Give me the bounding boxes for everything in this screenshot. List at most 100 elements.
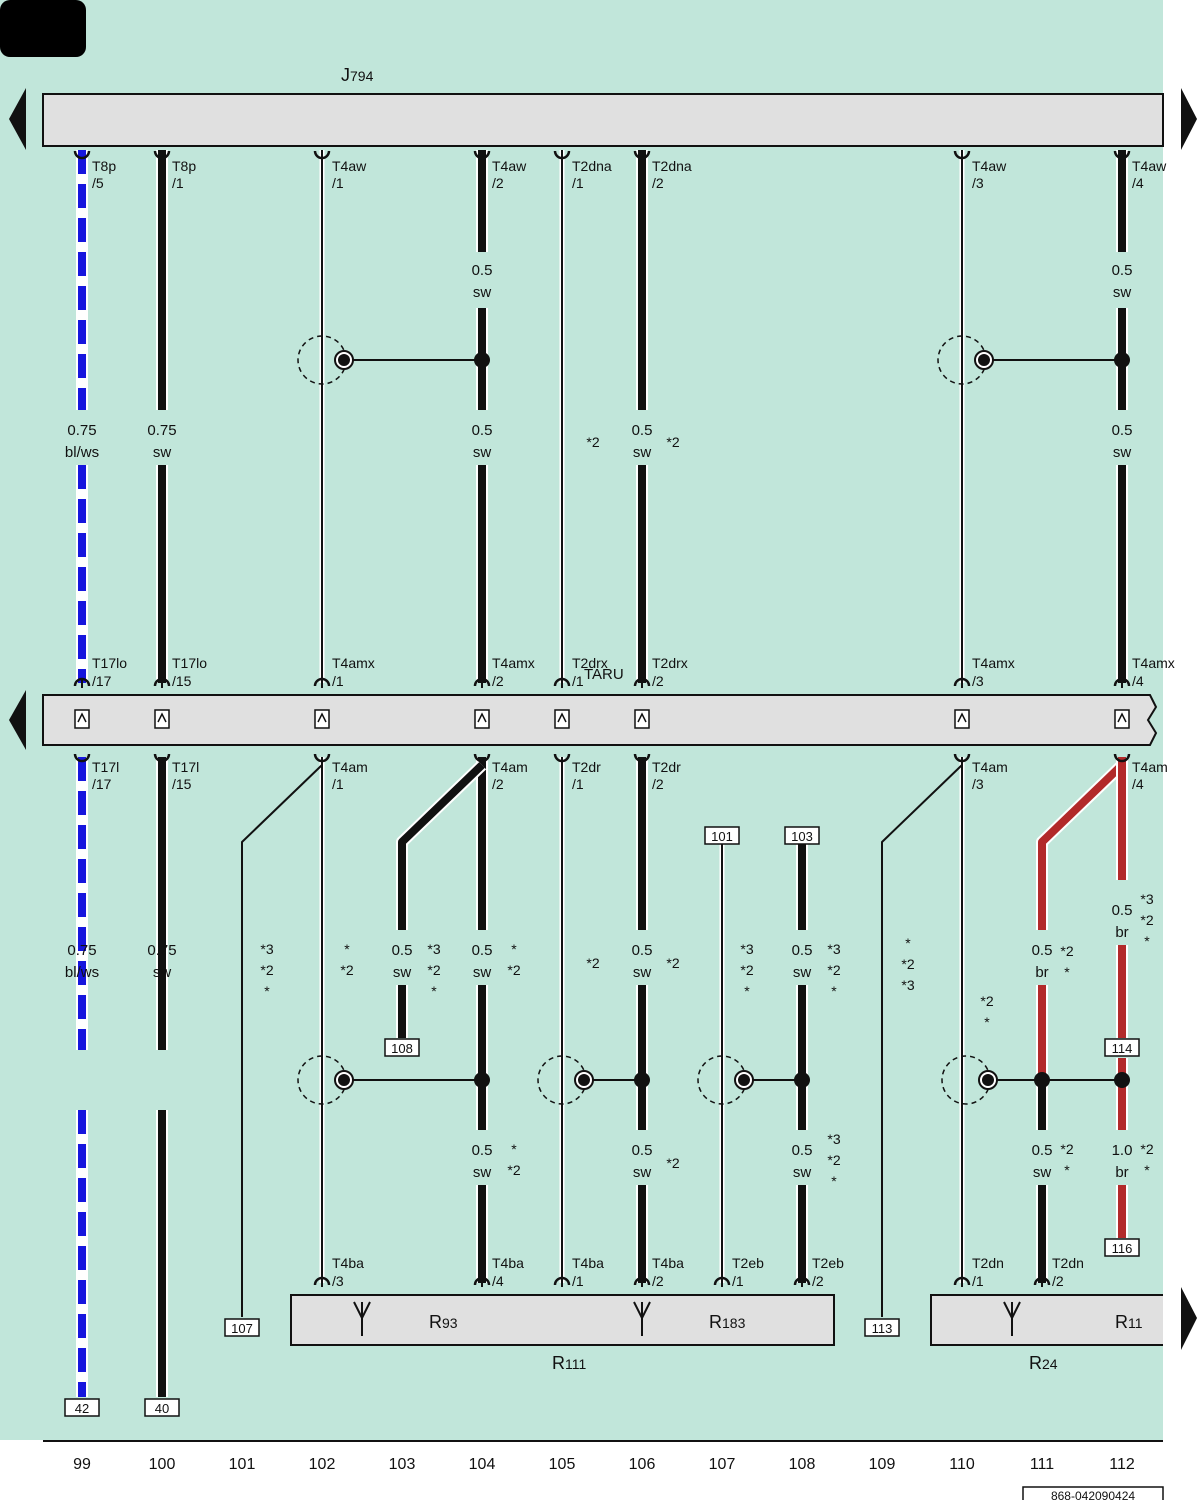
pin-number: /2 [652, 776, 664, 792]
component-label-r111: R111 [552, 1353, 586, 1373]
bars-layer [9, 88, 1197, 1442]
pin-number: /1 [172, 175, 184, 191]
device-label-j794-letter: J [341, 65, 350, 85]
pin-name: T2drx [652, 655, 688, 671]
ref-number: 113 [872, 1321, 893, 1336]
ref-box [784, 826, 820, 845]
pin-name: T4ba [572, 1255, 604, 1271]
connector-pin-642 [634, 709, 650, 729]
footnote: *2 [340, 962, 353, 978]
pin-number: /3 [972, 175, 984, 191]
socket-top-562 [553, 150, 571, 160]
pin-name: T4aw [492, 158, 527, 174]
socket-mid-lower-962 [953, 753, 971, 763]
column-number: 99 [73, 1456, 91, 1473]
wire-color: sw [153, 964, 172, 981]
antenna-r93 [353, 1301, 371, 1336]
wire-color: br [1035, 964, 1048, 981]
connector-pin-962 [954, 709, 970, 729]
antenna-r183 [633, 1301, 651, 1336]
arrow-right-bottom [1181, 1287, 1197, 1350]
connector-pin-arrow-82 [77, 712, 87, 723]
pin-name: T4amx [492, 655, 535, 671]
footnote: *2 [1060, 943, 1073, 959]
wire-color: sw [153, 444, 172, 461]
column-number: 108 [789, 1456, 816, 1473]
socket-top-962 [953, 150, 971, 160]
pin-name: T4aw [1132, 158, 1167, 174]
connector-pin-82 [74, 709, 90, 729]
shield-107-lower-junction [794, 1072, 810, 1088]
wire-color: sw [793, 964, 812, 981]
pin-name: T2drx [572, 655, 608, 671]
pin-number: /1 [572, 776, 584, 792]
footnote: * [1144, 1162, 1150, 1178]
footnote: *3 [827, 1131, 840, 1147]
pin-number: /4 [1132, 175, 1144, 191]
pin-name: T17lo [172, 655, 207, 671]
column-number: 102 [309, 1456, 336, 1473]
component-label-r11-letter: R [1115, 1312, 1128, 1332]
pin-number: /17 [92, 776, 112, 792]
wire-color: sw [473, 284, 492, 301]
ref-box [864, 1318, 900, 1337]
shield-105-lower-ground-dot [578, 1074, 590, 1086]
connector-pin-arrow-482 [477, 712, 487, 723]
column-number: 104 [469, 1456, 496, 1473]
socket-mid-lower-1122 [1113, 753, 1131, 763]
footnote: * [431, 983, 437, 999]
ref-box [144, 1398, 180, 1417]
connector-pin-1122 [1114, 709, 1130, 729]
component-r24-box [930, 1294, 1163, 1346]
footnote: *3 [1140, 891, 1153, 907]
wire-111-branch [1038, 762, 1125, 930]
pin-name: T2eb [812, 1255, 844, 1271]
component-label-r24: R24 [1029, 1353, 1058, 1373]
footnote: *3 [427, 941, 440, 957]
connector-pin-arrow-162 [157, 712, 167, 723]
pin-name: T4amx [1132, 655, 1175, 671]
pin-number: /15 [172, 673, 192, 689]
column-number: 112 [1109, 1456, 1135, 1473]
ref-number: 114 [1112, 1041, 1133, 1056]
footnote: * [264, 983, 270, 999]
footnote: *2 [427, 962, 440, 978]
socket-top-642 [633, 150, 651, 160]
component-label-r93-letter: R [429, 1312, 442, 1332]
footnote: * [905, 935, 911, 951]
footnote: *3 [901, 977, 914, 993]
pin-name: T2eb [732, 1255, 764, 1271]
socket-mid-lower-562 [553, 753, 571, 763]
connector-pin-arrow-562 [557, 712, 567, 723]
wire-color: sw [1113, 444, 1132, 461]
ref-box [1104, 1038, 1140, 1057]
wire-color: sw [473, 1164, 492, 1181]
footnote: * [1144, 933, 1150, 949]
column-number: 111 [1030, 1456, 1054, 1473]
footnote: *2 [260, 962, 273, 978]
footnote: *2 [980, 993, 993, 1009]
pin-name: T8p [172, 158, 196, 174]
ref-box [224, 1318, 260, 1337]
socket-top-1122 [1113, 150, 1131, 160]
wires-layer [76, 150, 1128, 1397]
wire-size: 0.5 [1032, 1142, 1053, 1159]
footnote: *2 [1140, 912, 1153, 928]
footnote: *2 [586, 434, 599, 450]
pin-number: /1 [332, 673, 344, 689]
pin-name: T4amx [332, 655, 375, 671]
pin-number: /1 [332, 776, 344, 792]
pin-name: T2dna [652, 158, 692, 174]
wire-size: 0.75 [67, 942, 96, 959]
pin-name: T4ba [652, 1255, 684, 1271]
device-label-j794: J794 [341, 65, 374, 85]
pin-number: /3 [972, 673, 984, 689]
column-number: 107 [709, 1456, 736, 1473]
component-label-r24-letter: R [1029, 1353, 1042, 1373]
ref-number: 103 [791, 829, 813, 844]
column-number: 101 [229, 1456, 256, 1473]
footnote: *2 [740, 962, 753, 978]
ref-number: 116 [1112, 1241, 1133, 1256]
component-label-r183: R183 [709, 1312, 746, 1332]
